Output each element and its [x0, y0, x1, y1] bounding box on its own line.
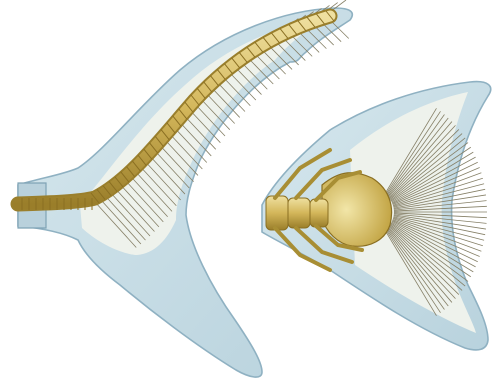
right-vertebrae: [266, 196, 328, 230]
homocercal-tail-fin: [262, 82, 491, 350]
